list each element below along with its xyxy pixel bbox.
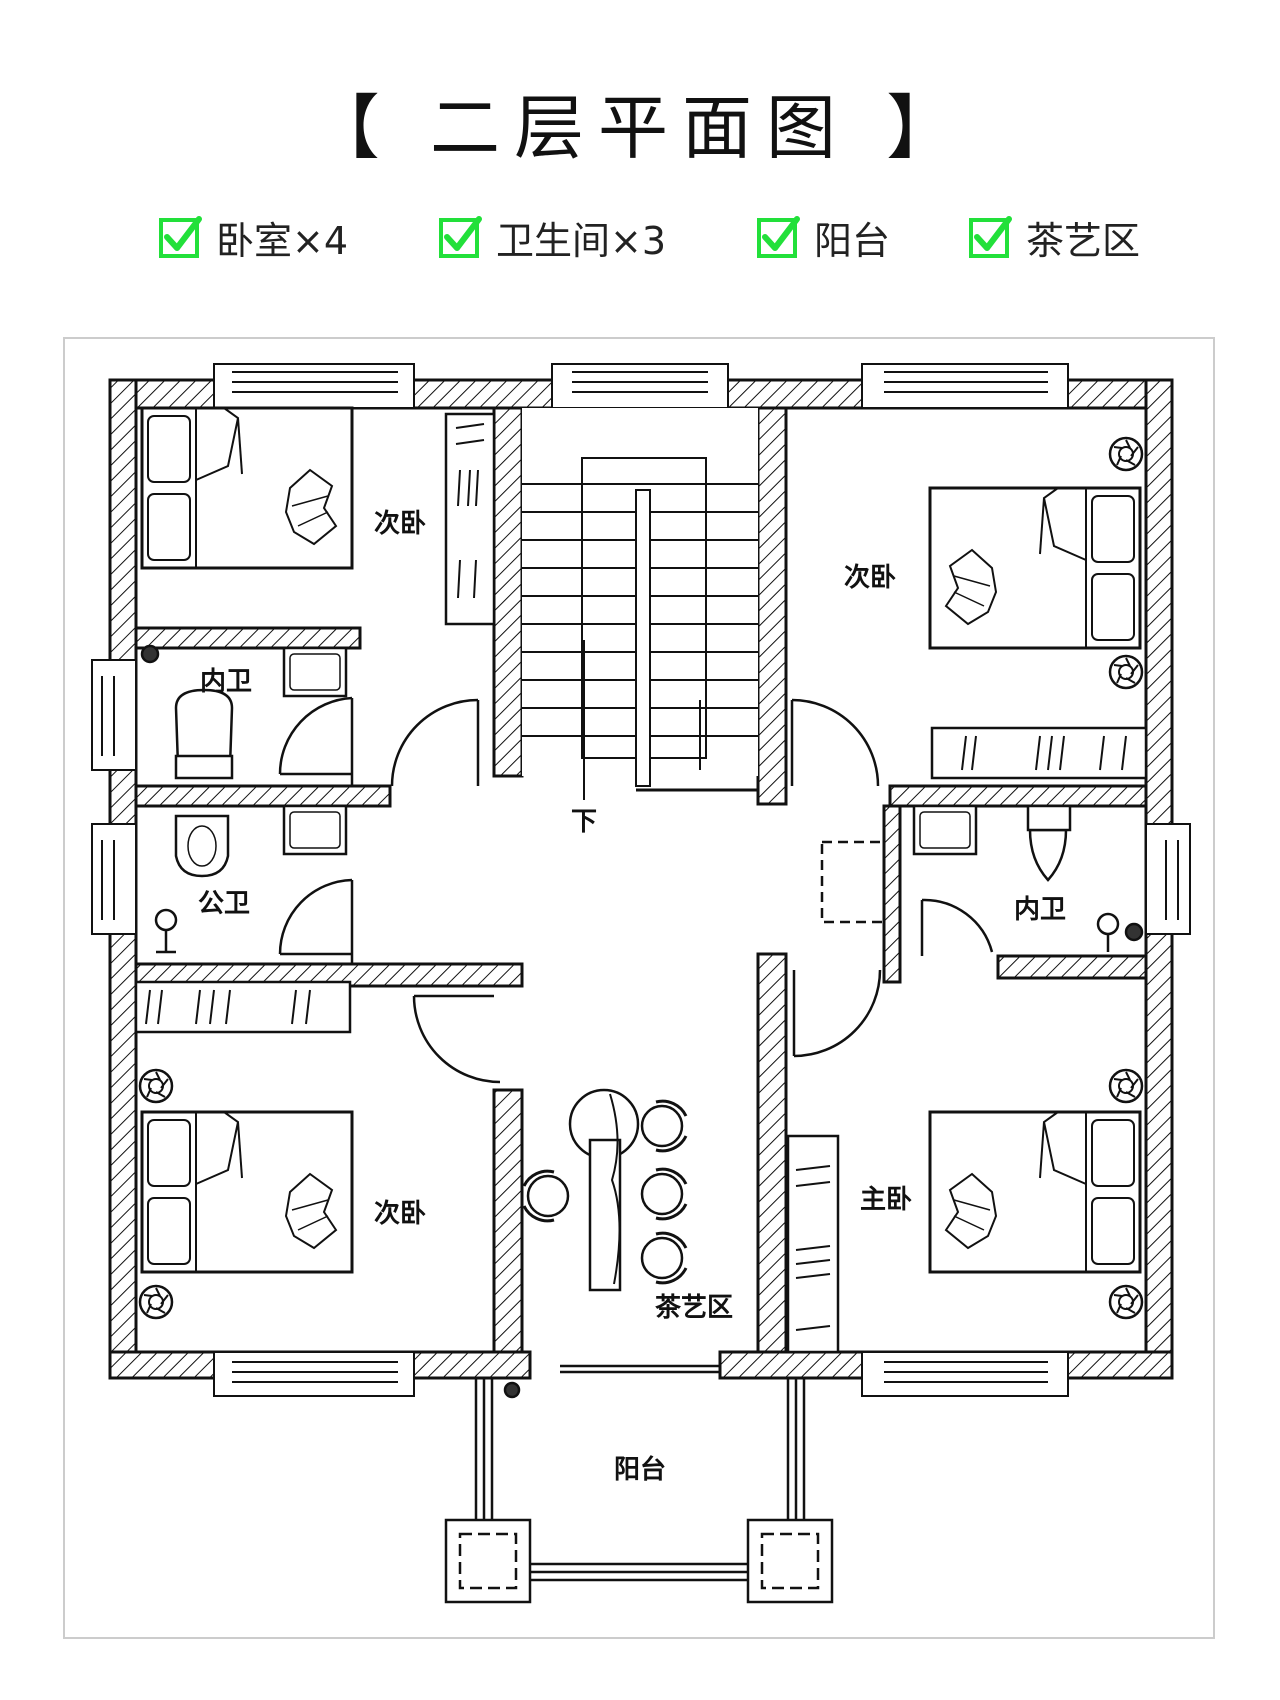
tea-table (568, 1088, 640, 1292)
bed-top-right (928, 486, 1142, 650)
bed-top-left (140, 406, 354, 570)
stair-down-label: 下 (571, 807, 597, 837)
feature-label: 阳台 (814, 218, 891, 263)
staircase (522, 408, 760, 800)
green-check-icon (439, 216, 482, 258)
bed-master (928, 1110, 1142, 1274)
chair-icon (640, 1231, 688, 1285)
room-label-bathroom: 内卫 (1014, 895, 1066, 925)
green-check-icon (159, 216, 202, 258)
fan-icon (1108, 436, 1144, 472)
fan-icon (1108, 654, 1144, 690)
fan-icon (138, 1284, 174, 1320)
feature-bedrooms: 卧室×4 (158, 212, 349, 263)
room-label-master-bedroom: 主卧 (860, 1185, 912, 1215)
doors (278, 696, 994, 1084)
chair-icon (522, 1169, 570, 1223)
feature-label: 卫生间×3 (496, 218, 667, 263)
room-label-bathroom: 内卫 (200, 667, 252, 697)
balcony-railing (444, 1364, 834, 1604)
room-label-bedroom: 次卧 (844, 563, 896, 593)
fan-icon (1108, 1068, 1144, 1104)
feature-label: 卧室×4 (216, 218, 349, 263)
bathroom-fixtures (140, 644, 1144, 954)
chair-icon (640, 1167, 688, 1221)
feature-tea-area: 茶艺区 (968, 212, 1141, 263)
room-label-tea-area: 茶艺区 (655, 1293, 733, 1323)
windows (91, 363, 1191, 1397)
room-label-balcony: 阳台 (614, 1454, 666, 1485)
room-label-public-bathroom: 公卫 (198, 889, 250, 919)
bed-bottom-left (140, 1110, 354, 1274)
green-check-icon (757, 216, 800, 258)
chair-icon (640, 1099, 688, 1153)
room-label-bedroom: 次卧 (374, 1199, 426, 1229)
drawing-border (63, 337, 1215, 1639)
green-check-icon (969, 216, 1012, 258)
feature-balcony: 阳台 (756, 212, 891, 263)
wardrobes (134, 412, 1148, 1354)
fan-icon (138, 1068, 174, 1104)
room-label-bedroom: 次卧 (374, 509, 426, 539)
interior-walls (134, 406, 1148, 1354)
feature-bathrooms: 卫生间×3 (438, 212, 667, 263)
page-title: 【 二层平面图 】 (309, 87, 971, 169)
feature-label: 茶艺区 (1026, 218, 1141, 263)
fan-icon (1108, 1284, 1144, 1320)
